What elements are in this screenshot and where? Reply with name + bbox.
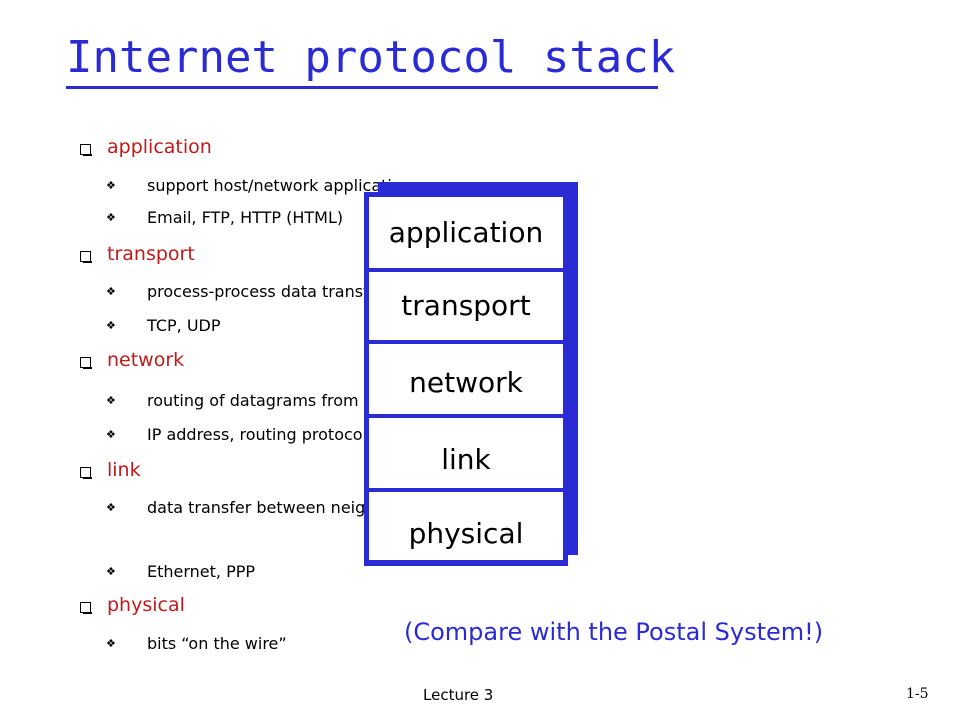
diamond-bullet-icon: ❖ [106,428,116,441]
page-number: 1-5 [906,686,929,702]
diamond-bullet-icon: ❖ [106,394,116,407]
square-bullet-icon [80,467,92,479]
square-bullet-icon [80,144,92,156]
footer-lecture: Lecture 3 [423,686,494,704]
title-underline [66,86,658,89]
compare-note: (Compare with the Postal System!) [404,618,824,646]
square-bullet-icon [80,602,92,614]
layer-application: application [369,197,563,268]
layer-link: link [369,418,563,488]
slide-title: Internet protocol stack [66,32,676,83]
square-bullet-icon [80,251,92,263]
layer-network: network [369,344,563,414]
diamond-bullet-icon: ❖ [106,179,116,192]
layer-physical: physical [369,492,563,560]
diamond-bullet-icon: ❖ [106,285,116,298]
square-bullet-icon [80,357,92,369]
diamond-bullet-icon: ❖ [106,501,116,514]
protocol-stack: application transport network link physi… [364,192,568,566]
diamond-bullet-icon: ❖ [106,319,116,332]
diamond-bullet-icon: ❖ [106,565,116,578]
diamond-bullet-icon: ❖ [106,637,116,650]
diamond-bullet-icon: ❖ [106,211,116,224]
layer-transport: transport [369,272,563,340]
